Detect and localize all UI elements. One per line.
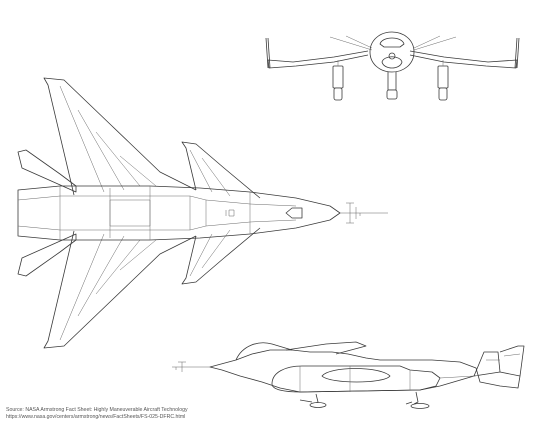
front-view-right-winglet — [514, 37, 520, 69]
front-view-right-gear — [437, 65, 449, 89]
plan-view-nose-probe — [340, 202, 388, 224]
plan-view — [17, 77, 388, 349]
front-view-nose-gear — [387, 72, 397, 91]
plan-view-lower-wing — [43, 230, 197, 349]
front-view — [265, 31, 520, 101]
plan-view-upper-wing-flaps — [59, 85, 157, 193]
plan-view-upper-canard — [181, 141, 261, 199]
plan-view-panel-lines — [17, 186, 297, 240]
front-view-canards — [329, 35, 457, 51]
plan-view-cockpit-mark — [225, 209, 235, 217]
source-credit: Source: NASA Armstrong Fact Sheet: Highl… — [6, 407, 188, 413]
side-view-intake-oval — [321, 368, 391, 383]
plan-view-lower-fin — [17, 233, 77, 277]
front-view-intake — [381, 56, 403, 69]
front-view-left-wing — [267, 50, 369, 69]
front-view-left-winglet — [265, 37, 271, 69]
front-view-canopy — [379, 37, 405, 48]
side-view-canard — [285, 341, 367, 355]
plan-view-upper-wing — [43, 77, 197, 196]
side-view-fuselage — [209, 349, 521, 393]
side-view-vertical-tail — [473, 345, 525, 377]
side-view-tail-rudder — [486, 353, 521, 361]
plan-view-fuselage — [17, 185, 341, 241]
plan-view-canopy — [285, 207, 303, 219]
front-view-right-wing — [409, 50, 518, 69]
plan-view-lower-wing-flaps — [59, 233, 157, 341]
side-view-canopy — [235, 342, 293, 361]
side-view-nacelle — [271, 365, 441, 393]
side-view-nose-probe — [172, 361, 210, 372]
side-view — [172, 341, 525, 409]
front-view-fuselage — [369, 31, 415, 73]
side-view-main-gear — [413, 391, 419, 405]
plan-view-upper-fin — [17, 149, 77, 193]
plan-view-lower-canard — [181, 227, 261, 285]
source-url: https://www.nasa.gov/centers/armstrong/n… — [6, 414, 186, 420]
front-view-nose — [388, 52, 396, 60]
front-view-left-gear — [332, 65, 344, 89]
side-view-panel-lines — [299, 366, 475, 392]
